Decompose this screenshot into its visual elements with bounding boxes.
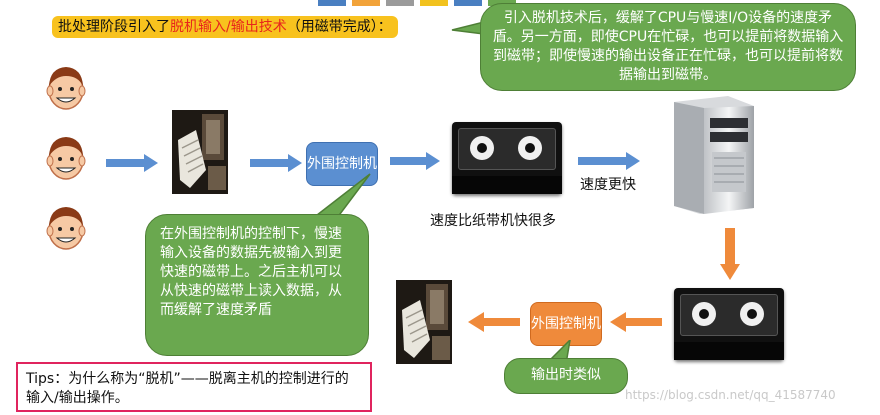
callout-middle-left: 在外围控制机的控制下，慢速输入设备的数据先被输入到更快速的磁带上。之后主机可以从… bbox=[145, 214, 369, 356]
magnetic-tape-icon bbox=[452, 122, 562, 194]
arrow-right-icon bbox=[578, 152, 640, 170]
watermark-text: https://blog.csdn.net/qq_41587740 bbox=[625, 388, 836, 402]
arrow-right-icon bbox=[250, 154, 302, 172]
user-face-icon bbox=[44, 132, 88, 182]
title-suffix: （用磁带完成）： bbox=[287, 19, 392, 35]
user-face-icon bbox=[44, 202, 88, 252]
paper-tape-output-icon bbox=[396, 280, 452, 364]
callout-bottom: 输出时类似 bbox=[504, 358, 628, 394]
top-deco-bar bbox=[352, 0, 380, 6]
magnetic-tape-icon bbox=[674, 288, 784, 360]
user-face-icon bbox=[44, 62, 88, 112]
top-deco-bar bbox=[386, 0, 414, 6]
paper-tape-reader-icon bbox=[172, 110, 228, 194]
arrow-down-icon bbox=[720, 228, 740, 280]
peripheral-controller-label: 外围控制机 bbox=[531, 315, 601, 333]
page-title: 批处理阶段引入了脱机输入/输出技术（用磁带完成）： bbox=[52, 16, 398, 38]
faster-label: 速度更快 bbox=[580, 174, 636, 194]
host-computer-icon bbox=[664, 96, 756, 214]
callout-top-right: 引入脱机技术后，缓解了CPU与慢速I/O设备的速度矛盾。另一方面，即使CPU在忙… bbox=[480, 3, 856, 91]
top-deco-bar bbox=[420, 0, 448, 6]
arrow-left-icon bbox=[610, 312, 662, 332]
title-prefix: 批处理阶段引入了 bbox=[58, 19, 170, 35]
arrow-left-icon bbox=[468, 312, 520, 332]
peripheral-controller-label: 外围控制机 bbox=[307, 155, 377, 173]
top-deco-bar bbox=[318, 0, 346, 6]
tips-box: Tips：为什么称为“脱机”——脱离主机的控制进行的输入/输出操作。 bbox=[16, 362, 372, 412]
arrow-right-icon bbox=[106, 154, 158, 172]
title-highlight: 脱机输入/输出技术 bbox=[170, 19, 287, 35]
top-deco-bar bbox=[454, 0, 482, 6]
arrow-right-icon bbox=[390, 152, 440, 170]
tape-speed-label: 速度比纸带机快很多 bbox=[430, 210, 556, 230]
